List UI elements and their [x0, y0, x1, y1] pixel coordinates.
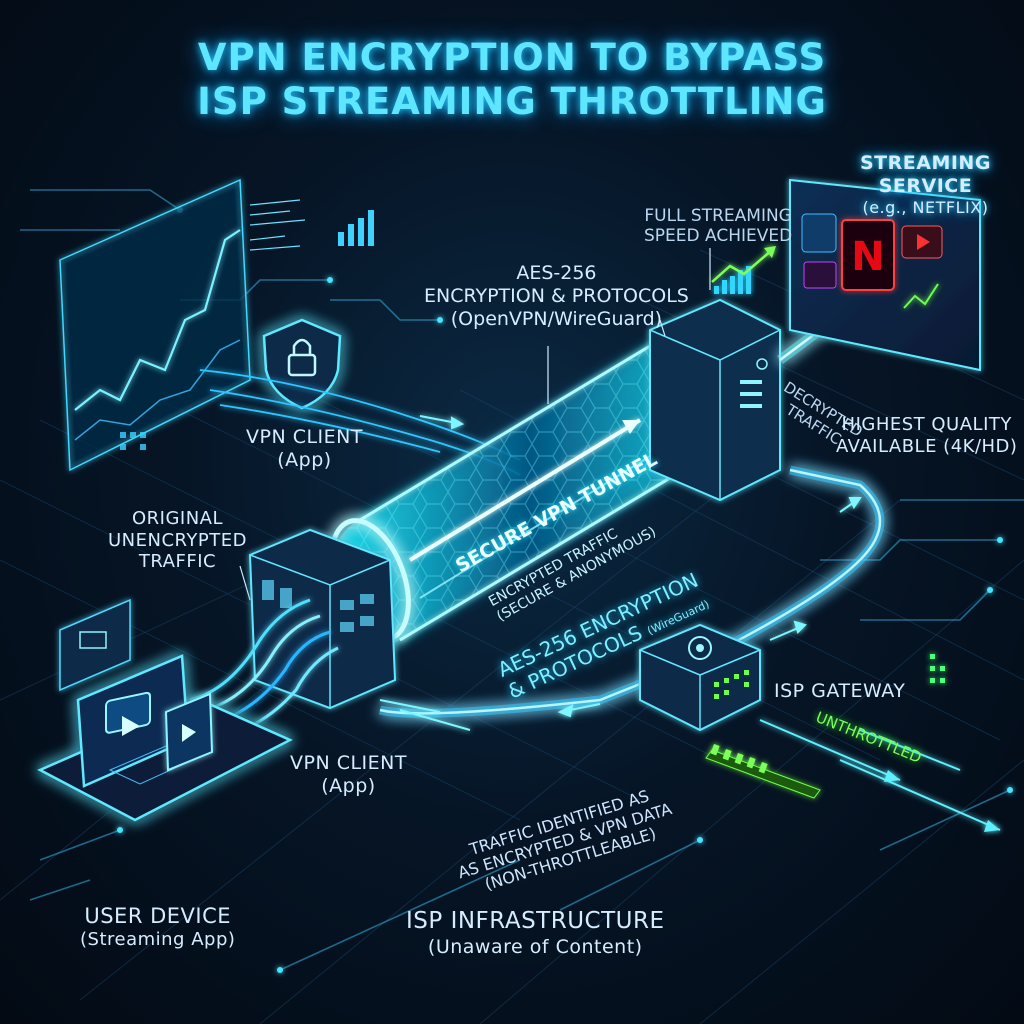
leader-lines: [239, 248, 711, 601]
vpn-server-tower: [649, 298, 781, 502]
shield-lock-icon: [262, 318, 342, 410]
title-line-2: ISP STREAMING THROTTLING: [197, 79, 827, 123]
analytics-panel: [59, 178, 374, 472]
exit-arrowheads: [884, 770, 1000, 832]
streaming-screen: N: [789, 178, 981, 372]
isp-gateway-label: ISP GATEWAY: [774, 680, 906, 702]
speed-chart-icon: [711, 246, 776, 294]
circuit-traces: [20, 189, 1024, 971]
highest-quality-label: HIGHEST QUALITY AVAILABLE (4K/HD): [836, 414, 1018, 457]
vpn-client-cube: [248, 528, 397, 710]
streaming-service-label: STREAMING SERVICE (e.g., NETFLIX): [860, 152, 991, 217]
netflix-logo: N: [851, 234, 884, 280]
video-tile-icon: [59, 598, 131, 692]
tablet-device: [164, 692, 214, 772]
user-device-label: USER DEVICE (Streaming App): [80, 904, 236, 951]
page-title: VPN ENCRYPTION TO BYPASS ISP STREAMING T…: [0, 36, 1024, 123]
prime-tile: [801, 213, 837, 253]
isp-gateway-box: [639, 623, 761, 732]
secure-vpn-tunnel: [329, 335, 727, 645]
unthrottled-meter: [705, 744, 821, 799]
aes-encryption-label: AES-256 ENCRYPTION & PROTOCOLS (OpenVPN/…: [424, 262, 689, 330]
tunnel-arrow: [408, 418, 642, 562]
flow-arrows: [419, 415, 862, 718]
isp-infrastructure-label: ISP INFRASTRUCTURE (Unaware of Content): [406, 908, 665, 958]
vpn-client-top-label: VPN CLIENT (App): [246, 426, 363, 471]
analytics-bar-chart: [338, 210, 374, 246]
status-dots: [930, 654, 945, 683]
exit-flow-arrows: [759, 719, 1001, 831]
original-traffic-label: ORIGINAL UNENCRYPTED TRAFFIC: [108, 508, 247, 573]
full-speed-label: FULL STREAMING SPEED ACHIEVED: [644, 206, 793, 247]
title-line-1: VPN ENCRYPTION TO BYPASS: [197, 36, 827, 79]
netflix-tile: [841, 219, 895, 291]
analytics-line-chart: [74, 229, 241, 411]
isp-loop-path: [378, 465, 885, 718]
vpn-client-bottom-label: VPN CLIENT (App): [290, 752, 407, 797]
